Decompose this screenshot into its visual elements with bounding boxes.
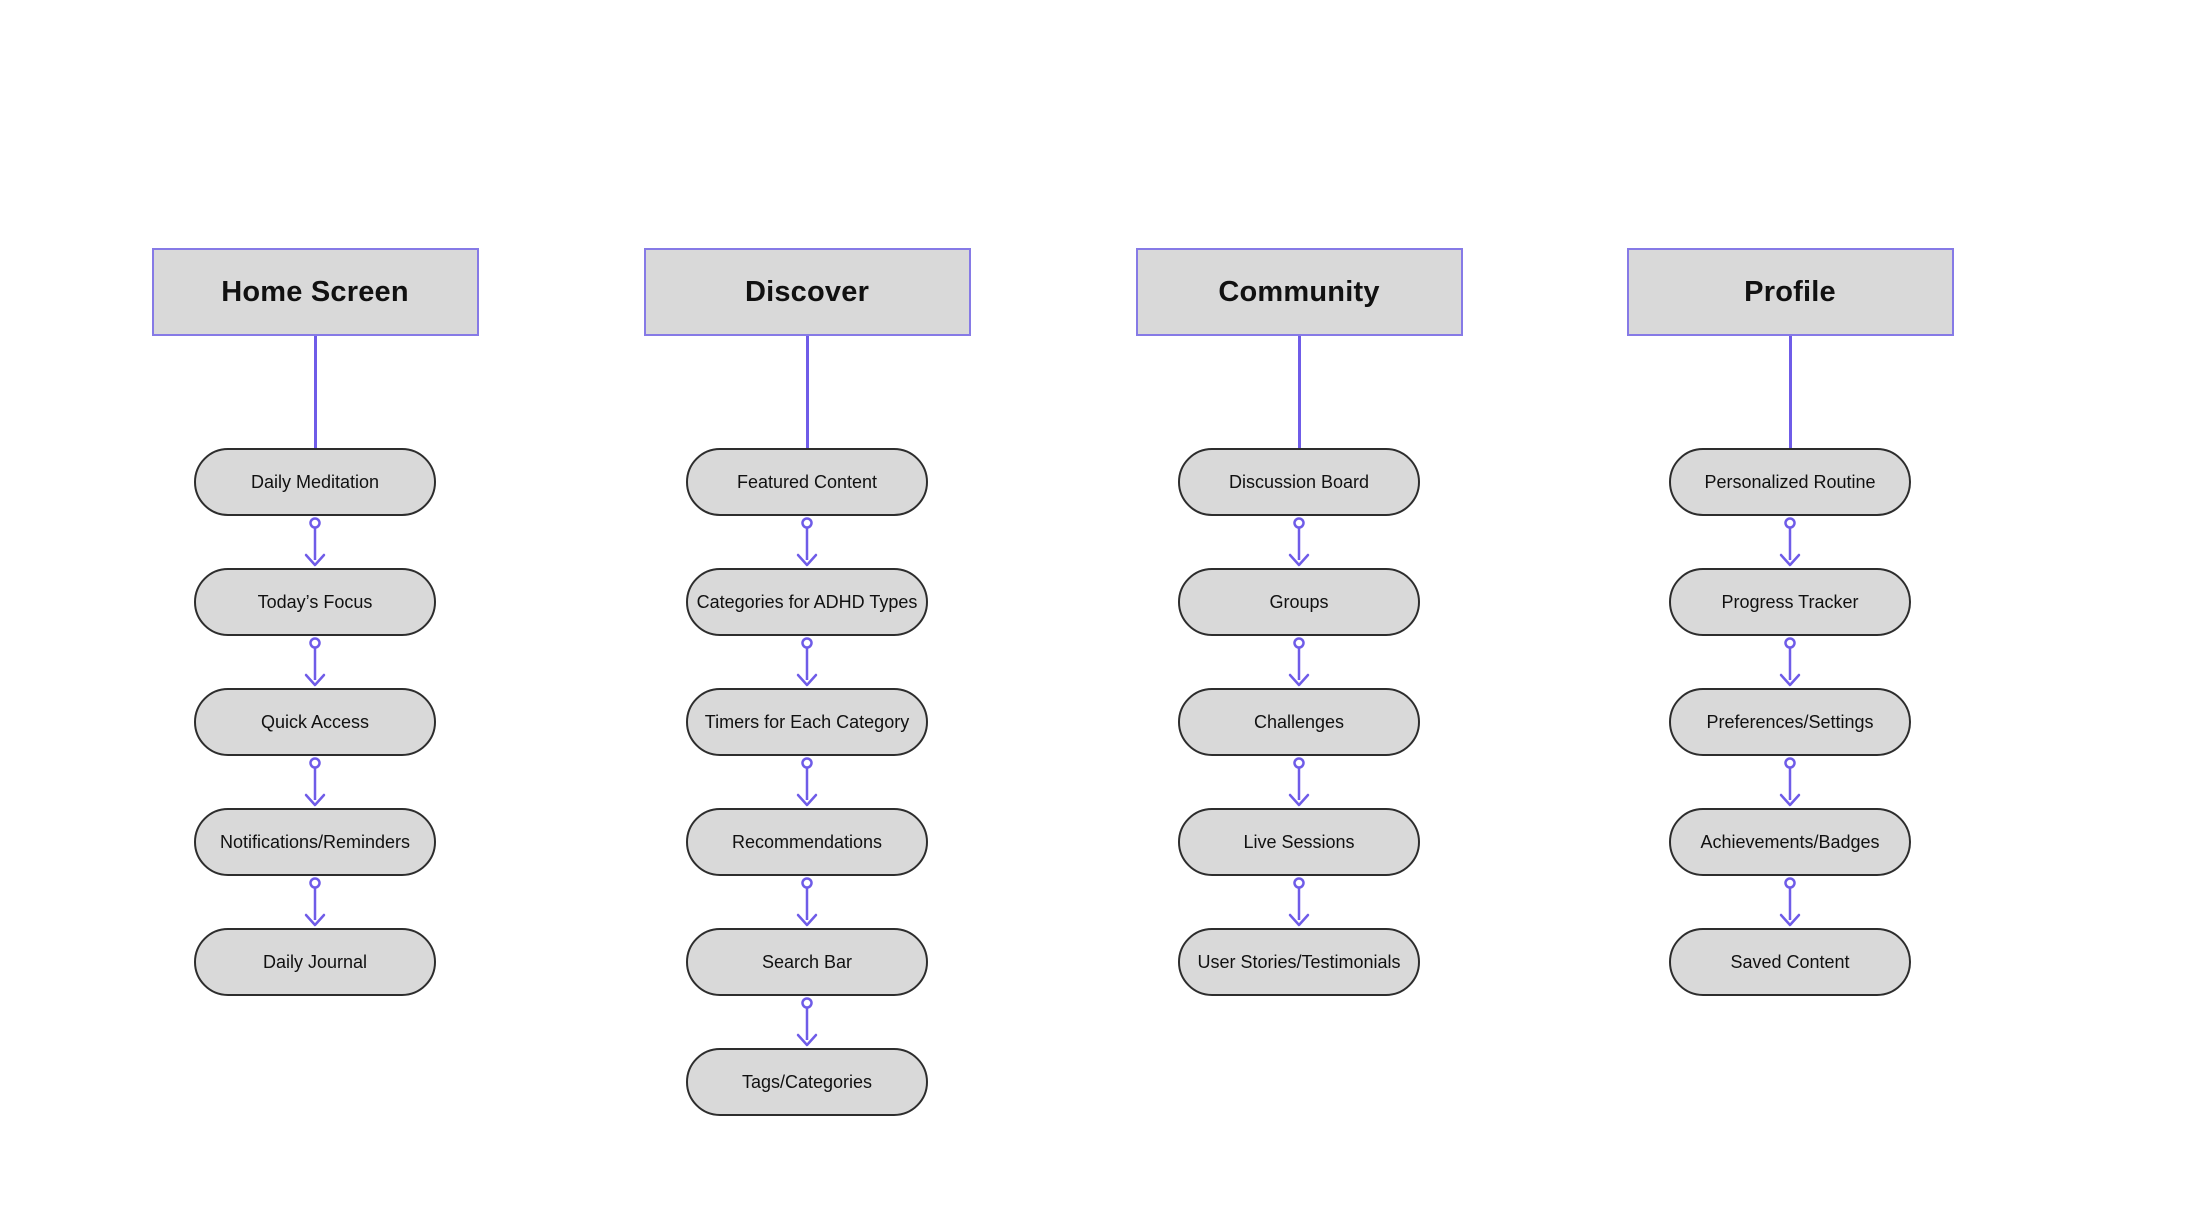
header-discover: Discover bbox=[643, 248, 971, 336]
down-arrow-connector bbox=[1779, 877, 1801, 927]
down-arrow-connector bbox=[1779, 517, 1801, 567]
node-user-stories-testimonials: User Stories/Testimonials bbox=[1178, 928, 1420, 996]
down-arrow-connector bbox=[1288, 757, 1310, 807]
node-achievements-badges: Achievements/Badges bbox=[1669, 808, 1911, 876]
header-home-screen: Home Screen bbox=[151, 248, 479, 336]
down-arrow-connector bbox=[796, 517, 818, 567]
down-arrow-connector bbox=[1288, 877, 1310, 927]
column-home-screen: Home Screen Daily Meditation Today’s Foc… bbox=[150, 248, 480, 996]
header-profile: Profile bbox=[1626, 248, 1954, 336]
down-arrow-connector bbox=[304, 517, 326, 567]
stem-line bbox=[1788, 336, 1792, 448]
node-daily-journal: Daily Journal bbox=[194, 928, 436, 996]
node-personalized-routine: Personalized Routine bbox=[1669, 448, 1911, 516]
column-discover: Discover Featured Content Categories for… bbox=[642, 248, 972, 1116]
node-progress-tracker: Progress Tracker bbox=[1669, 568, 1911, 636]
down-arrow-connector bbox=[304, 877, 326, 927]
node-notifications-reminders: Notifications/Reminders bbox=[194, 808, 436, 876]
node-timers-for-each-category: Timers for Each Category bbox=[686, 688, 928, 756]
stem-line bbox=[1297, 336, 1301, 448]
node-featured-content: Featured Content bbox=[686, 448, 928, 516]
node-search-bar: Search Bar bbox=[686, 928, 928, 996]
header-community: Community bbox=[1135, 248, 1463, 336]
down-arrow-connector bbox=[304, 757, 326, 807]
node-groups: Groups bbox=[1178, 568, 1420, 636]
node-recommendations: Recommendations bbox=[686, 808, 928, 876]
stem-line bbox=[313, 336, 317, 448]
node-challenges: Challenges bbox=[1178, 688, 1420, 756]
stem-line bbox=[805, 336, 809, 448]
down-arrow-connector bbox=[1779, 757, 1801, 807]
node-discussion-board: Discussion Board bbox=[1178, 448, 1420, 516]
node-live-sessions: Live Sessions bbox=[1178, 808, 1420, 876]
node-daily-meditation: Daily Meditation bbox=[194, 448, 436, 516]
down-arrow-connector bbox=[1779, 637, 1801, 687]
node-quick-access: Quick Access bbox=[194, 688, 436, 756]
down-arrow-connector bbox=[1288, 517, 1310, 567]
down-arrow-connector bbox=[796, 877, 818, 927]
node-saved-content: Saved Content bbox=[1669, 928, 1911, 996]
column-community: Community Discussion Board Groups Challe… bbox=[1134, 248, 1464, 996]
node-tags-categories: Tags/Categories bbox=[686, 1048, 928, 1116]
column-profile: Profile Personalized Routine Progress Tr… bbox=[1625, 248, 1955, 996]
node-todays-focus: Today’s Focus bbox=[194, 568, 436, 636]
down-arrow-connector bbox=[304, 637, 326, 687]
down-arrow-connector bbox=[796, 637, 818, 687]
down-arrow-connector bbox=[1288, 637, 1310, 687]
down-arrow-connector bbox=[796, 757, 818, 807]
node-categories-for-adhd-types: Categories for ADHD Types bbox=[686, 568, 928, 636]
node-preferences-settings: Preferences/Settings bbox=[1669, 688, 1911, 756]
down-arrow-connector bbox=[796, 997, 818, 1047]
